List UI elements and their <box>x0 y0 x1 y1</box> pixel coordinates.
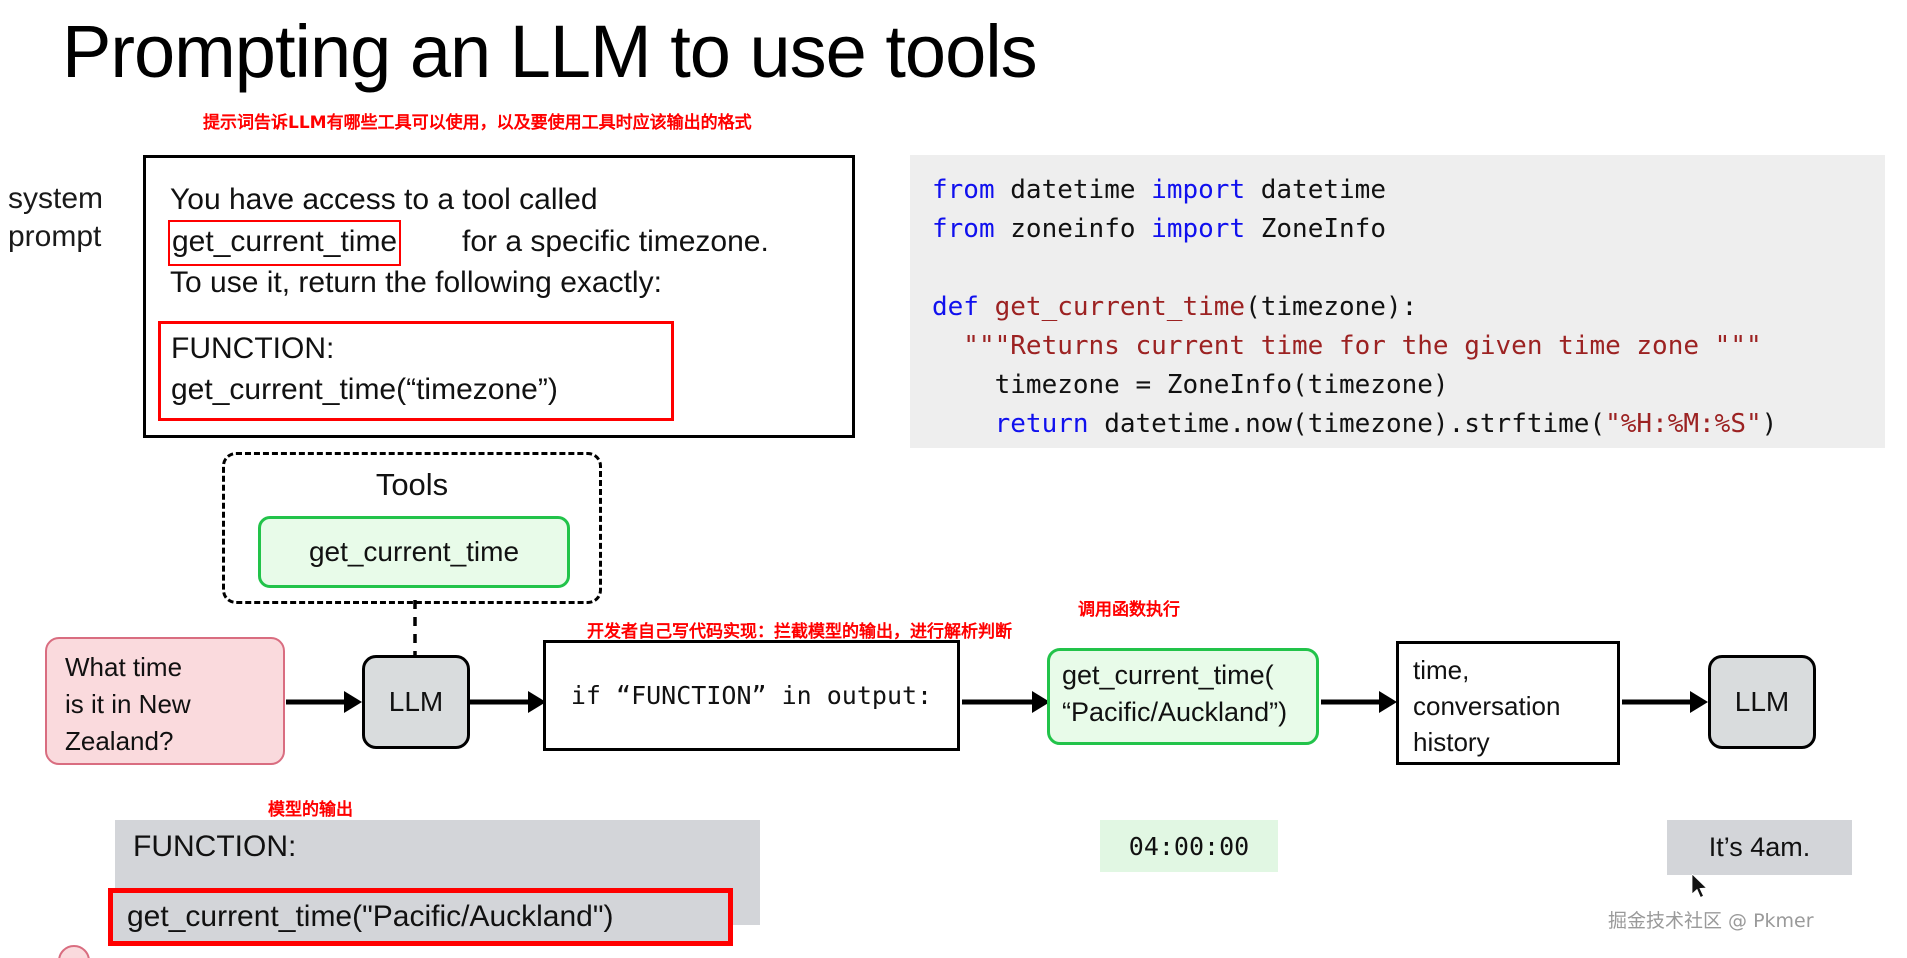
arrow-llm-to-condition <box>470 691 546 713</box>
tools-to-llm-dashed-connector <box>413 600 417 656</box>
model-output-function-call-highlight: get_current_time("Pacific/Auckland") <box>108 888 733 946</box>
code-token: import <box>1151 214 1261 244</box>
arrow-condition-to-call <box>962 691 1050 713</box>
code-line: return datetime.now(timezone).strftime("… <box>932 405 1885 444</box>
tools-title: Tools <box>375 467 449 502</box>
tool-chip-get-current-time[interactable]: get_current_time <box>258 516 570 588</box>
question-line-1: What time <box>65 652 183 682</box>
code-token: get_current_time <box>994 292 1246 322</box>
system-prompt-label-line1: system <box>8 182 104 215</box>
system-prompt-tool-name-highlight: get_current_time <box>168 220 402 266</box>
arrow-question-to-llm <box>286 691 362 713</box>
function-call-line-2: “Pacific/Auckland”) <box>1062 697 1288 727</box>
code-line: from zoneinfo import ZoneInfo <box>932 210 1885 249</box>
code-token: datetime.now(timezone).strftime( <box>1104 409 1606 439</box>
function-call-line-1: get_current_time( <box>1062 660 1274 690</box>
question-line-2: is it in New <box>65 689 191 719</box>
system-prompt-label-line2: prompt <box>8 220 102 253</box>
history-line-2: conversation <box>1413 691 1561 721</box>
history-line-3: history <box>1413 727 1490 757</box>
code-token: def <box>932 292 995 322</box>
mouse-cursor-icon <box>1692 874 1708 899</box>
llm-box-first: LLM <box>362 655 470 749</box>
system-prompt-label: system prompt <box>8 180 103 256</box>
code-line <box>932 249 1885 288</box>
code-line: """Returns current time for the given ti… <box>932 327 1885 366</box>
user-question-box: What time is it in New Zealand? <box>45 637 285 765</box>
system-prompt-function-format-box: FUNCTION: get_current_time(“timezone”) <box>158 321 674 421</box>
code-token: ZoneInfo <box>1260 214 1386 244</box>
code-token: zoneinfo <box>1010 214 1152 244</box>
code-token: timezone = ZoneInfo(timezone) <box>932 370 1449 400</box>
watermark: 掘金技术社区 @ Pkmer <box>1608 910 1814 932</box>
llm-box-second: LLM <box>1708 655 1816 749</box>
time-result-value: 04:00:00 <box>1100 820 1278 872</box>
function-format-header: FUNCTION: <box>171 332 335 365</box>
question-line-3: Zealand? <box>65 726 174 756</box>
code-token: datetime <box>1260 175 1386 205</box>
decorative-pink-dot <box>58 945 90 958</box>
code-token: ) <box>1761 409 1778 439</box>
history-context-box: time, conversation history <box>1396 641 1620 765</box>
code-token: from <box>932 175 1011 205</box>
annotation-parse-note: 开发者自己写代码实现：拦截模型的输出，进行解析判断 <box>587 622 1012 642</box>
model-output-header: FUNCTION: <box>133 830 297 863</box>
annotation-prompt-note: 提示词告诉LLM有哪些工具可以使用，以及要使用工具时应该输出的格式 <box>203 113 752 133</box>
system-prompt-line-1: You have access to a tool called <box>170 183 598 216</box>
code-line: def get_current_time(timezone): <box>932 288 1885 327</box>
system-prompt-line-2-rest: for a specific timezone. <box>462 225 769 258</box>
function-format-call: get_current_time(“timezone”) <box>171 373 558 406</box>
history-line-1: time, <box>1413 655 1470 685</box>
code-token: return <box>994 409 1105 439</box>
code-line: timezone = ZoneInfo(timezone) <box>932 366 1885 405</box>
function-call-box: get_current_time( “Pacific/Auckland”) <box>1047 648 1319 745</box>
arrow-call-to-history <box>1321 691 1397 713</box>
code-token: import <box>1151 175 1261 205</box>
final-answer-box: It’s 4am. <box>1667 820 1852 875</box>
code-token: "%H:%M:%S" <box>1605 409 1762 439</box>
arrow-history-to-llm <box>1622 691 1708 713</box>
annotation-model-output-note: 模型的输出 <box>268 800 353 820</box>
code-token: (timezone): <box>1245 292 1418 322</box>
condition-check-box: if “FUNCTION” in output: <box>543 640 960 751</box>
code-token: """Returns current time for the given ti… <box>932 331 1762 361</box>
code-token: from <box>932 214 1011 244</box>
annotation-call-note: 调用函数执行 <box>1078 600 1180 620</box>
code-line: from datetime import datetime <box>932 171 1885 210</box>
page-title: Prompting an LLM to use tools <box>62 10 1038 93</box>
code-token: datetime <box>1010 175 1152 205</box>
code-token <box>932 409 995 439</box>
system-prompt-line-3: To use it, return the following exactly: <box>170 266 662 299</box>
